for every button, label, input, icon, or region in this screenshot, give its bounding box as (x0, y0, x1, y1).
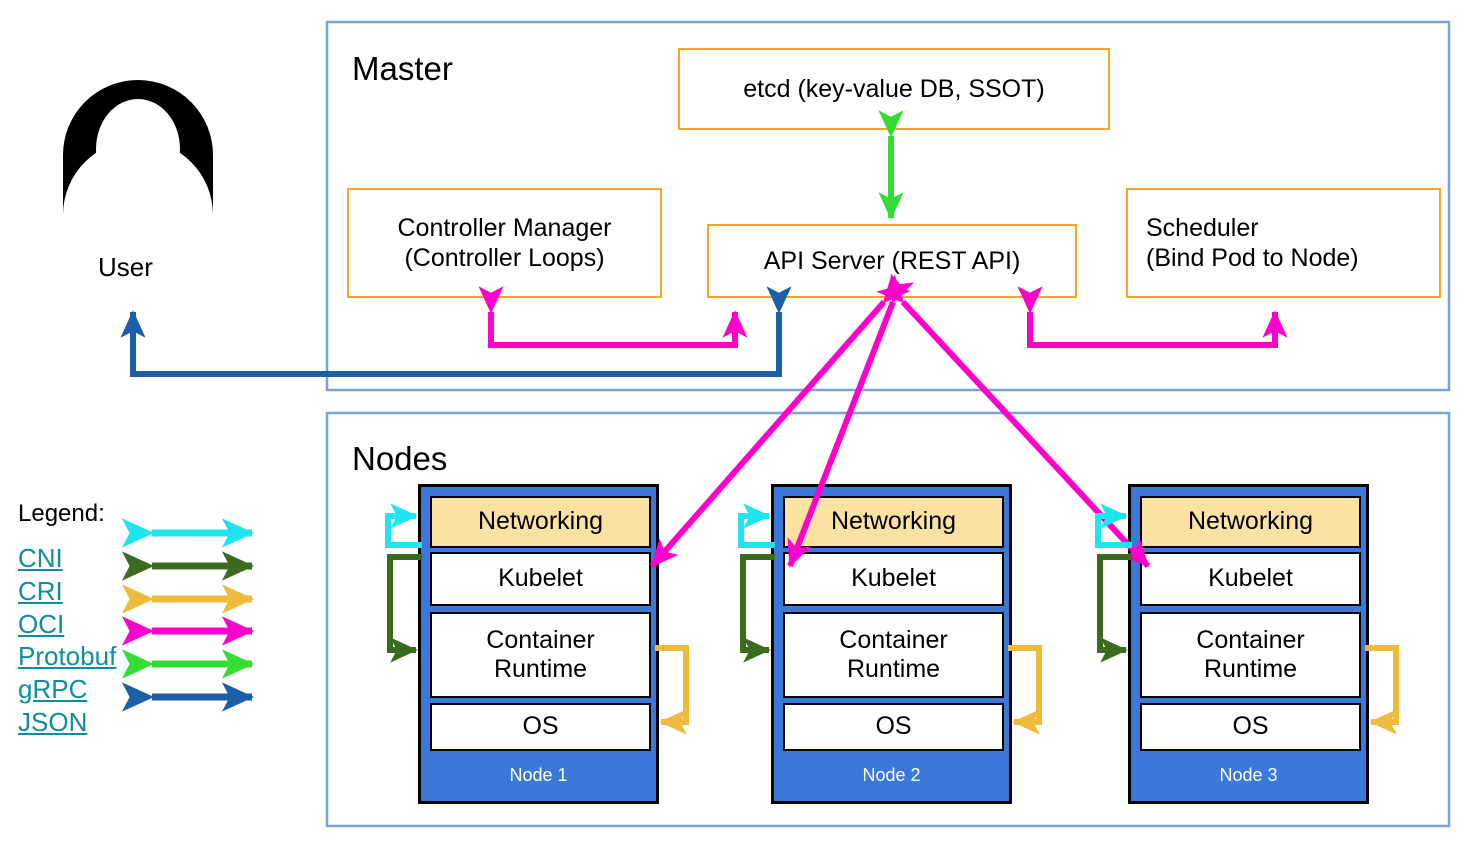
legend-link-grpc[interactable]: gRPC (18, 674, 88, 704)
user-label: User (98, 252, 153, 282)
controller-manager-label-line2: (Controller Loops) (404, 244, 605, 272)
scheduler-label-line1: Scheduler (1146, 213, 1259, 242)
legend-link-cri[interactable]: CRI (18, 576, 63, 606)
node-2-kubelet-label: Kubelet (851, 564, 936, 593)
scheduler-label-line2: (Bind Pod to Node) (1146, 244, 1359, 272)
node-1-name-label: Node 1 (509, 765, 568, 785)
node-1-kubelet-label: Kubelet (498, 564, 583, 593)
node-2-os-label: OS (875, 712, 912, 741)
node-2[interactable]: Networking Kubelet Container Runtime OS … (771, 484, 1012, 804)
master-section-title: Master (352, 50, 453, 87)
node-1-container-runtime-label-line2: Runtime (493, 655, 588, 683)
node-2-networking-box[interactable]: Networking (783, 496, 1004, 548)
node-3-kubelet-box[interactable]: Kubelet (1140, 552, 1361, 606)
node-3-name-label: Node 3 (1219, 765, 1278, 785)
node-3-kubelet-label: Kubelet (1208, 564, 1293, 593)
node-1-container-runtime-box[interactable]: Container Runtime (430, 612, 651, 698)
node-3-os-label: OS (1232, 712, 1269, 741)
node-3-os-box[interactable]: OS (1140, 703, 1361, 751)
node-3-networking-box[interactable]: Networking (1140, 496, 1361, 548)
node-2-container-runtime-label-line1: Container (839, 625, 948, 654)
node-2-name-label: Node 2 (862, 765, 921, 785)
node-1-os-label: OS (522, 712, 559, 741)
node-2-container-runtime-box[interactable]: Container Runtime (783, 612, 1004, 698)
legend-link-oci[interactable]: OCI (18, 609, 65, 639)
node-1[interactable]: Networking Kubelet Container Runtime OS … (418, 484, 659, 804)
controller-manager-label-line1: Controller Manager (397, 213, 612, 242)
node-1-kubelet-box[interactable]: Kubelet (430, 552, 651, 606)
node-2-networking-label: Networking (830, 507, 957, 536)
node-1-container-runtime-label-line1: Container (486, 625, 595, 654)
etcd-box[interactable]: etcd (key-value DB, SSOT) (678, 48, 1110, 130)
controller-manager-box[interactable]: Controller Manager (Controller Loops) (347, 188, 662, 298)
nodes-section-title: Nodes (352, 440, 448, 477)
node-1-os-box[interactable]: OS (430, 703, 651, 751)
node-3-container-runtime-label-line2: Runtime (1203, 655, 1298, 683)
legend-link-cni[interactable]: CNI (18, 543, 63, 573)
api-server-label: API Server (REST API) (763, 246, 1021, 275)
node-2-container-runtime-label-line2: Runtime (846, 655, 941, 683)
node-1-networking-box[interactable]: Networking (430, 496, 651, 548)
node-2-kubelet-box[interactable]: Kubelet (783, 552, 1004, 606)
node-1-networking-label: Networking (477, 507, 604, 536)
legend-link-protobuf[interactable]: Protobuf (18, 641, 117, 671)
etcd-label: etcd (key-value DB, SSOT) (743, 74, 1045, 103)
legend-title: Legend: (18, 500, 105, 527)
node-3[interactable]: Networking Kubelet Container Runtime OS … (1128, 484, 1369, 804)
legend-link-json[interactable]: JSON (18, 707, 88, 737)
node-3-container-runtime-box[interactable]: Container Runtime (1140, 612, 1361, 698)
api-server-box[interactable]: API Server (REST API) (707, 224, 1077, 298)
node-2-os-box[interactable]: OS (783, 703, 1004, 751)
node-3-container-runtime-label-line1: Container (1196, 625, 1305, 654)
node-3-networking-label: Networking (1187, 507, 1314, 536)
scheduler-box[interactable]: Scheduler (Bind Pod to Node) (1126, 188, 1441, 298)
